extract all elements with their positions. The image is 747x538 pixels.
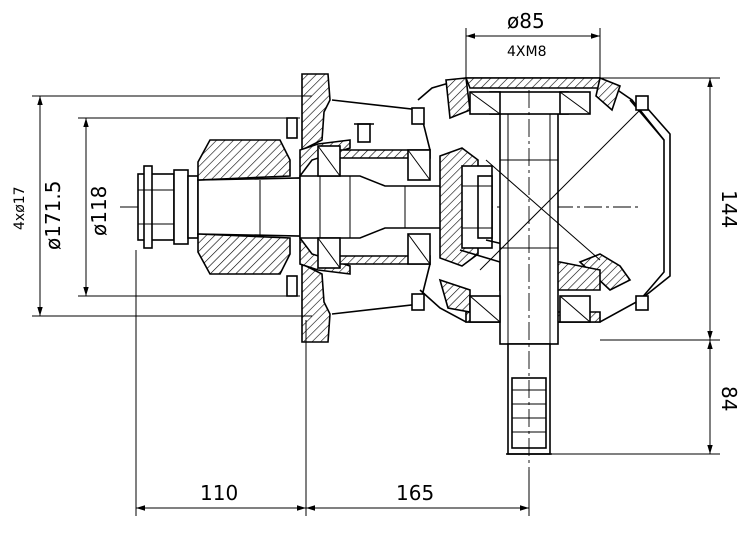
- top-diameter-label: ø85: [507, 9, 545, 33]
- length-165-label: 165: [396, 481, 434, 505]
- pinion-gear: [439, 147, 493, 267]
- gear-diagonals: [479, 109, 641, 271]
- flange-diameter-label: ø171.5: [41, 181, 65, 251]
- right-dimensions: 144 84: [552, 77, 741, 455]
- length-110-label: 110: [200, 481, 238, 505]
- top-thread-label: 4XM8: [507, 44, 546, 60]
- height-84-label: 84: [717, 386, 741, 411]
- input-bearing-housing: [197, 117, 298, 297]
- bottom-dimensions: 110 165: [135, 250, 530, 516]
- top-dimension: ø85 4XM8: [465, 9, 601, 78]
- input-coupling: [137, 165, 199, 249]
- input-shaft: [197, 175, 471, 239]
- left-dimensions: 4xø17 ø171.5 ø118: [12, 95, 312, 317]
- pilot-diameter-label: ø118: [87, 186, 111, 236]
- output-shaft: [469, 91, 591, 455]
- height-144-label: 144: [717, 190, 741, 228]
- middle-housing: [317, 99, 431, 315]
- bolt-holes-label: 4xø17: [12, 186, 28, 230]
